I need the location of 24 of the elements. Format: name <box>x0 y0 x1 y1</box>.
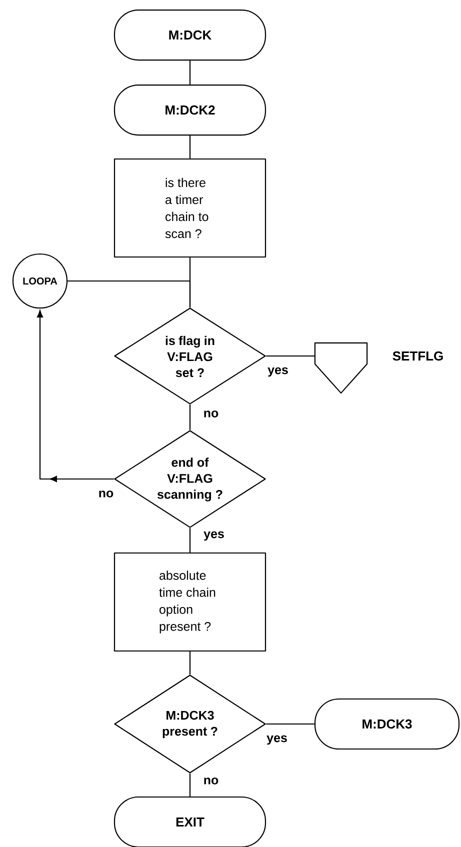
off-page-connector <box>314 342 368 394</box>
connector-line <box>189 60 191 84</box>
process-box: is there a timer chain to scan ? <box>114 158 266 258</box>
edge-label: yes <box>266 734 288 746</box>
edge-label: no <box>202 410 220 418</box>
terminator-box: M:DCK <box>114 9 266 61</box>
connector-line <box>266 355 315 357</box>
connector-line <box>189 528 191 552</box>
edge-label: no <box>97 490 115 498</box>
connector-line <box>189 774 191 796</box>
connector-line <box>189 652 191 674</box>
connector-line <box>68 280 191 308</box>
terminator-box: EXIT <box>114 796 266 847</box>
process-box: absolute time chain option present ? <box>114 552 266 652</box>
connector-line <box>189 404 191 430</box>
terminator-box: M:DCK3 <box>314 698 460 750</box>
edge-label: yes <box>266 366 290 378</box>
connector-line <box>266 723 314 725</box>
arrow <box>36 310 114 482</box>
edge-label: yes <box>202 530 226 542</box>
connector-label: SETFLG <box>392 351 443 361</box>
terminator-box: M:DCK2 <box>114 84 266 136</box>
connector-line <box>189 136 191 158</box>
edge-label: no <box>202 776 220 786</box>
